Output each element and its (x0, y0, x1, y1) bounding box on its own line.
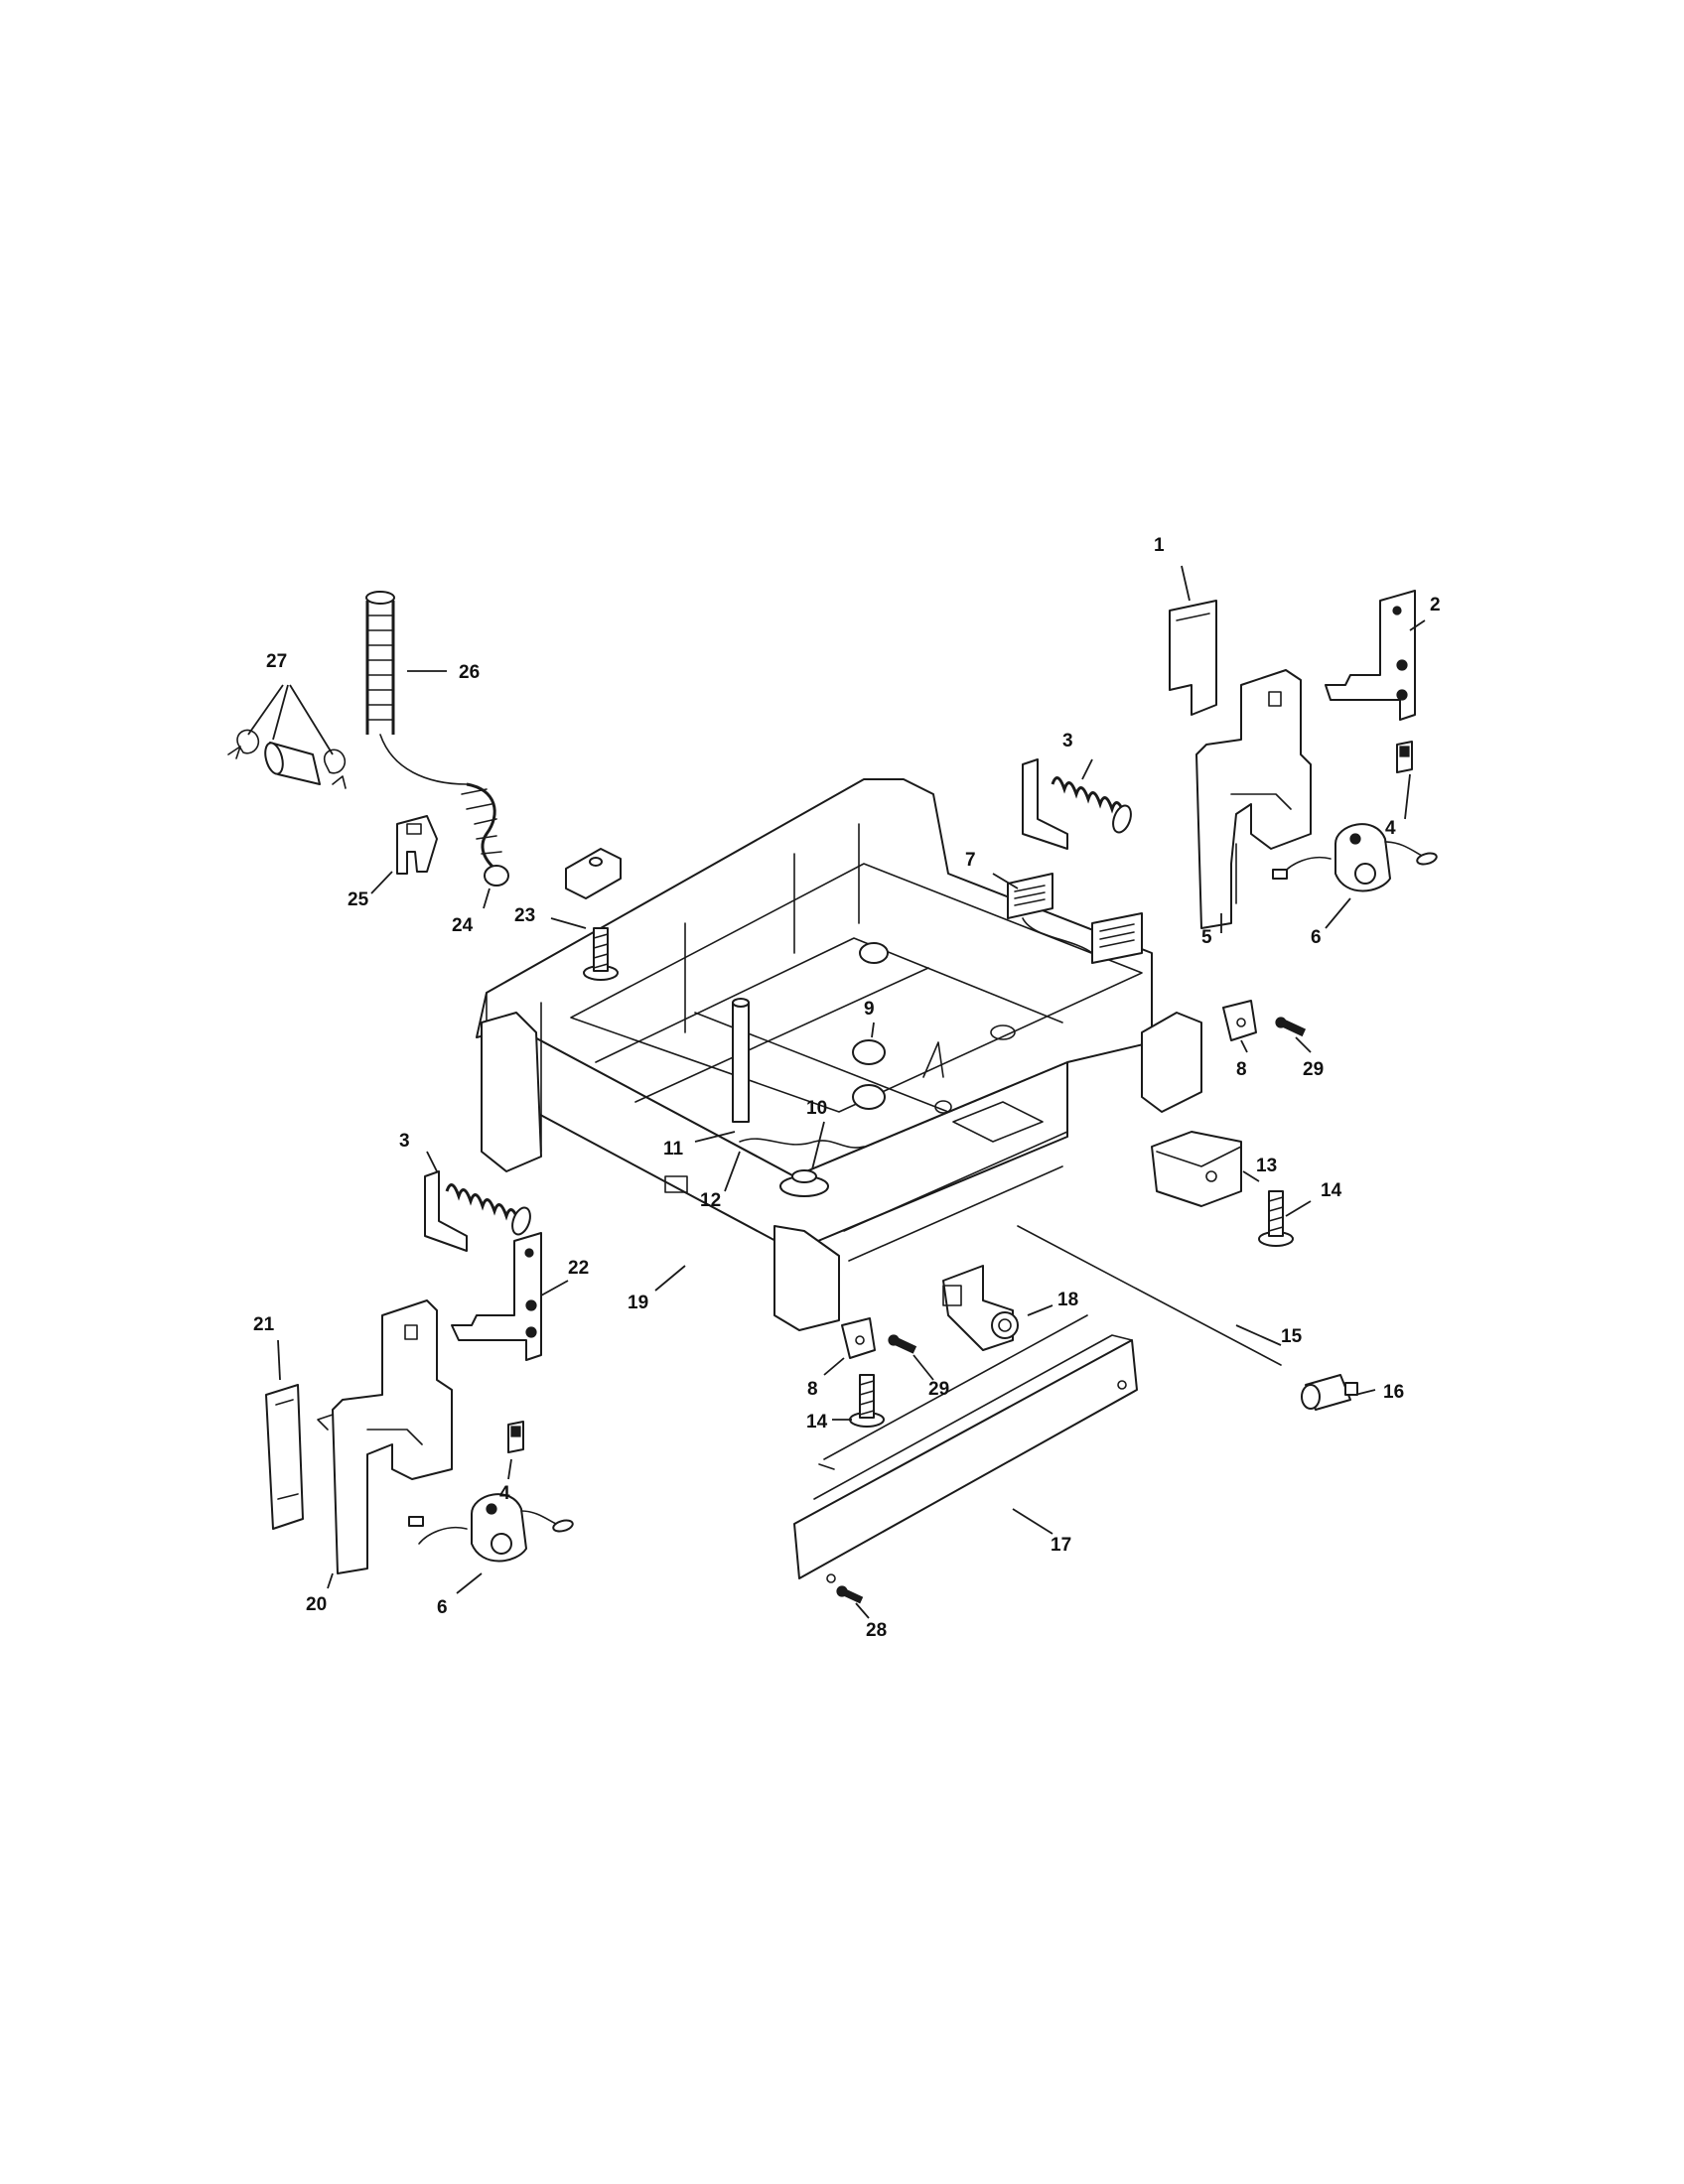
junction-box (1151, 1131, 1242, 1207)
mounting-bracket-front (841, 1317, 876, 1359)
callout-14-right: 14 (1321, 1180, 1342, 1201)
callout-29-right: 29 (1303, 1059, 1324, 1080)
left-hinge-bracket (451, 1232, 542, 1361)
roller (1301, 1374, 1358, 1411)
leveling-leg-right (1258, 1190, 1294, 1247)
base-frame (476, 778, 1202, 1331)
screw-front (888, 1334, 917, 1354)
callout-1: 1 (1154, 535, 1165, 556)
screw-right (1275, 1017, 1307, 1037)
callout-8-front: 8 (807, 1379, 818, 1400)
hose-clamp-set (227, 729, 347, 789)
callout-14-front: 14 (806, 1412, 828, 1433)
callout-15: 15 (1281, 1326, 1303, 1347)
callout-25: 25 (348, 889, 369, 910)
toe-kick-panel (793, 1314, 1138, 1583)
callout-4-upper: 4 (1385, 818, 1396, 839)
callout-11: 11 (663, 1139, 684, 1160)
rod (1017, 1225, 1282, 1366)
callout-23: 23 (514, 905, 535, 926)
callout-4-lower: 4 (499, 1483, 510, 1504)
left-side-bracket (317, 1299, 453, 1574)
callout-12: 12 (700, 1190, 721, 1211)
right-hinge-clip (1396, 741, 1413, 773)
right-cover-plate (1169, 600, 1217, 716)
hose-mount-block (565, 848, 622, 899)
callout-3-upper: 3 (1062, 731, 1073, 751)
callout-labels: 1 2 3 4 5 6 7 8 29 13 14 9 10 11 12 3 22… (253, 535, 1441, 1641)
door-spring-upper (1022, 758, 1132, 850)
callout-13: 13 (1256, 1156, 1277, 1176)
door-spring-lower (424, 1170, 531, 1252)
callout-6-lower: 6 (437, 1597, 448, 1618)
leader-lines (247, 565, 1426, 1619)
callout-19: 19 (628, 1293, 648, 1313)
callout-24: 24 (452, 915, 474, 936)
callout-16: 16 (1383, 1382, 1404, 1403)
leveling-leg-front (849, 1374, 885, 1428)
callout-29-front: 29 (928, 1379, 949, 1400)
callout-20: 20 (306, 1594, 327, 1615)
callout-3-lower: 3 (399, 1131, 410, 1152)
callout-28: 28 (866, 1620, 887, 1641)
callout-21: 21 (253, 1314, 275, 1335)
leveling-leg-rear (583, 927, 619, 981)
callout-26: 26 (459, 662, 480, 683)
callout-17: 17 (1051, 1535, 1071, 1556)
hose-bracket (396, 815, 438, 875)
right-hinge-bracket (1325, 590, 1416, 721)
callout-22: 22 (568, 1258, 589, 1279)
screw-toe-panel (836, 1585, 864, 1604)
left-door-switch (408, 1493, 574, 1563)
drain-hose (365, 591, 509, 887)
left-cover-plate (265, 1384, 304, 1530)
callout-5: 5 (1201, 927, 1212, 948)
water-inlet-valve (942, 1265, 1019, 1351)
callout-18: 18 (1057, 1290, 1078, 1310)
callout-27: 27 (266, 651, 287, 672)
mounting-bracket-right (1222, 1000, 1257, 1041)
wire-harness-connectors (1007, 873, 1143, 964)
left-hinge-clip (507, 1421, 524, 1453)
callout-8-right: 8 (1236, 1059, 1247, 1080)
callout-6-upper: 6 (1311, 927, 1322, 948)
right-side-bracket (1195, 669, 1312, 929)
callout-9: 9 (864, 999, 875, 1020)
callout-2: 2 (1430, 595, 1441, 615)
right-door-switch (1272, 823, 1438, 892)
callout-7: 7 (965, 850, 976, 871)
callout-10: 10 (806, 1098, 827, 1119)
